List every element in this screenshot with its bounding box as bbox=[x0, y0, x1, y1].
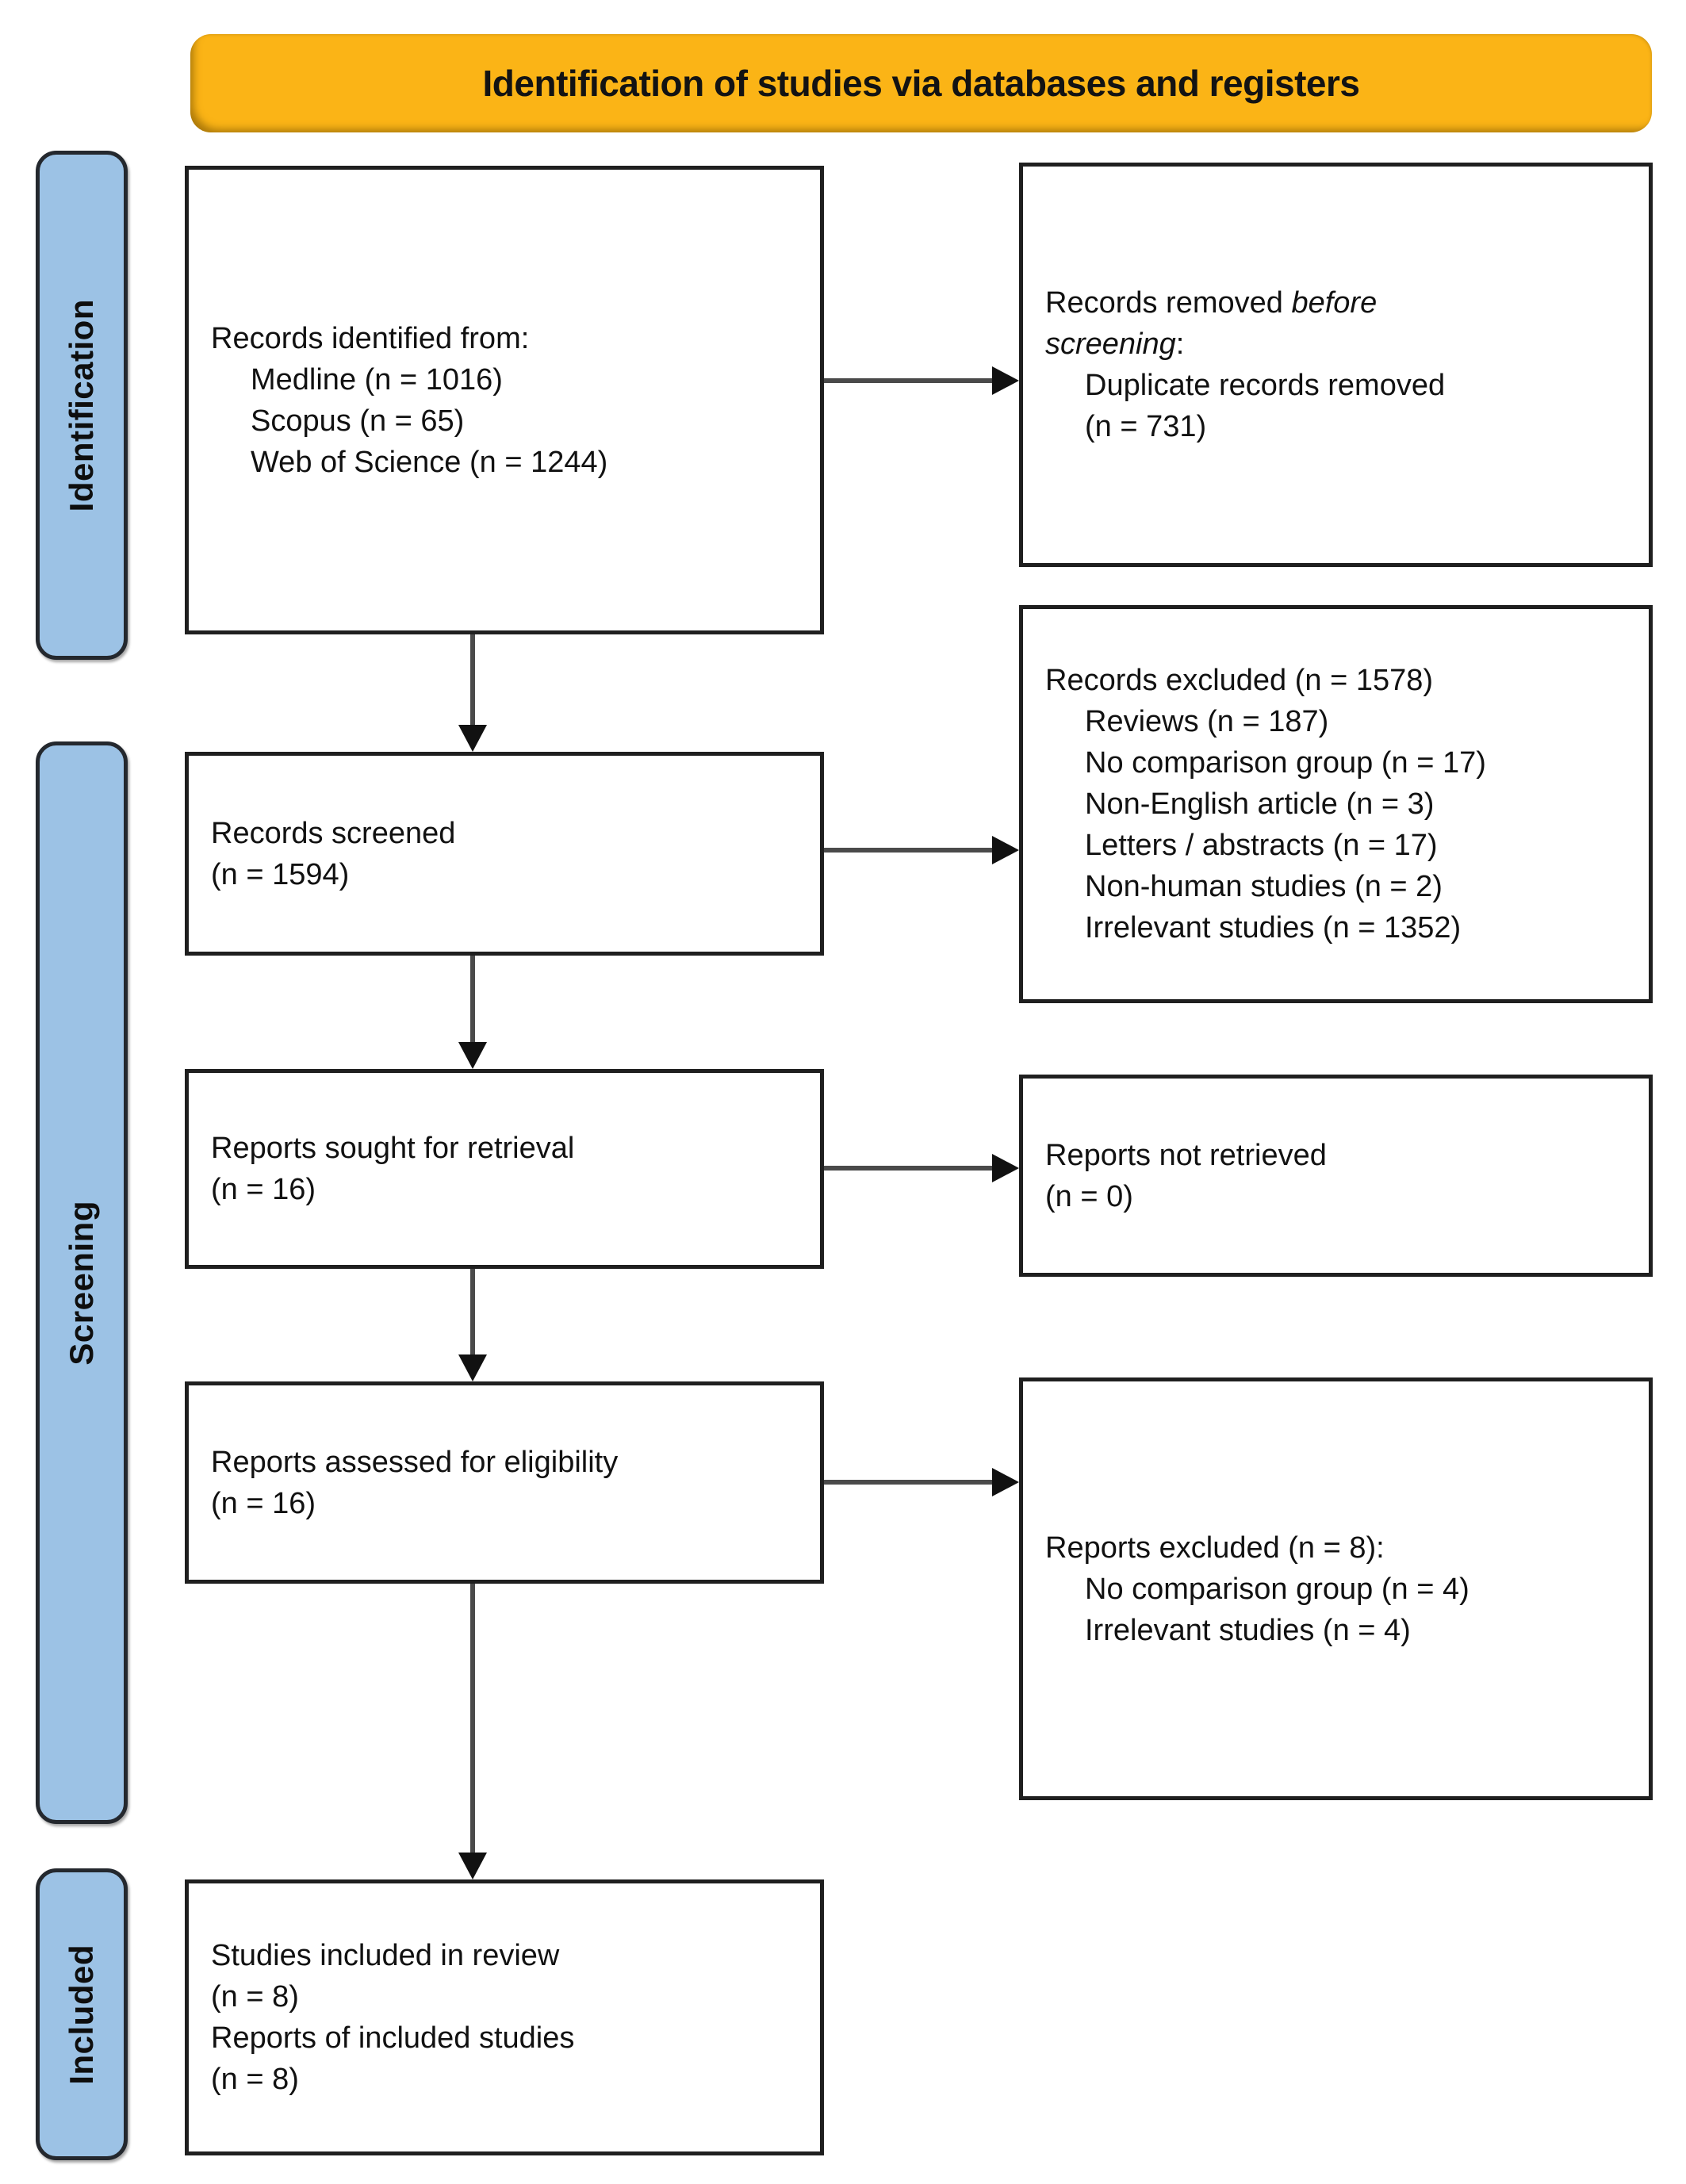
box-item: Non-human studies (n = 2) bbox=[1085, 870, 1443, 903]
box-heading: Studies included in review bbox=[211, 1939, 560, 1972]
arrow-head bbox=[458, 1042, 487, 1069]
arrow-line bbox=[824, 1480, 995, 1485]
arrow-line bbox=[824, 848, 995, 853]
stage-bar-identification: Identification bbox=[36, 151, 128, 660]
box-item: Scopus (n = 65) bbox=[251, 404, 465, 438]
box-item: Web of Science (n = 1244) bbox=[251, 445, 608, 479]
box-heading: Reports sought for retrieval bbox=[211, 1132, 575, 1165]
box-count: (n = 8) bbox=[211, 1980, 299, 2013]
box-item: No comparison group (n = 4) bbox=[1085, 1572, 1470, 1606]
box-heading: Records excluded (n = 1578) bbox=[1045, 664, 1434, 697]
box-heading: Records identified from: bbox=[211, 321, 530, 355]
box-item: Irrelevant studies (n = 4) bbox=[1085, 1613, 1411, 1647]
box-records-screened: Records screened (n = 1594) bbox=[185, 752, 824, 956]
arrow-line bbox=[824, 1166, 995, 1171]
arrow-identified-to-screened bbox=[458, 634, 487, 752]
arrow-line bbox=[470, 956, 475, 1045]
box-reports-excluded: Reports excluded (n = 8): No comparison … bbox=[1019, 1377, 1653, 1800]
arrow-head bbox=[992, 1468, 1019, 1496]
box-heading: Reports of included studies bbox=[211, 2021, 575, 2055]
box-item: (n = 731) bbox=[1085, 410, 1207, 443]
arrow-head bbox=[458, 1853, 487, 1879]
arrow-line bbox=[470, 1584, 475, 1856]
box-heading: Records removed before bbox=[1045, 282, 1638, 324]
box-item: Letters / abstracts (n = 17) bbox=[1085, 829, 1438, 862]
title-banner: Identification of studies via databases … bbox=[190, 34, 1652, 132]
box-heading-line2: screening: bbox=[1045, 324, 1638, 365]
arrow-sought-to-not-retrieved bbox=[824, 1154, 1019, 1182]
diagram-title: Identification of studies via databases … bbox=[482, 63, 1360, 104]
box-studies-included: Studies included in review (n = 8) Repor… bbox=[185, 1879, 824, 2155]
box-count: (n = 0) bbox=[1045, 1179, 1133, 1213]
arrow-line bbox=[470, 634, 475, 728]
heading-italic-text: screening bbox=[1045, 328, 1176, 361]
box-reports-sought: Reports sought for retrieval (n = 16) bbox=[185, 1069, 824, 1269]
arrow-assessed-to-reports-excluded bbox=[824, 1468, 1019, 1496]
box-count: (n = 8) bbox=[211, 2063, 299, 2096]
box-heading: Reports not retrieved bbox=[1045, 1138, 1327, 1172]
box-heading: Records screened bbox=[211, 816, 456, 850]
arrow-head bbox=[458, 1354, 487, 1381]
box-records-excluded: Records excluded (n = 1578) Reviews (n =… bbox=[1019, 605, 1653, 1003]
arrow-screened-to-sought bbox=[458, 956, 487, 1069]
box-item: Reviews (n = 187) bbox=[1085, 705, 1329, 738]
stage-bar-included: Included bbox=[36, 1868, 128, 2160]
box-item: No comparison group (n = 17) bbox=[1085, 746, 1486, 780]
box-reports-not-retrieved: Reports not retrieved (n = 0) bbox=[1019, 1075, 1653, 1277]
arrow-head bbox=[992, 836, 1019, 864]
box-heading: Reports assessed for eligibility bbox=[211, 1445, 619, 1479]
stage-bar-screening: Screening bbox=[36, 741, 128, 1824]
box-count: (n = 1594) bbox=[211, 857, 350, 891]
arrow-line bbox=[470, 1269, 475, 1358]
arrow-line bbox=[824, 378, 995, 383]
box-item: Duplicate records removed bbox=[1085, 369, 1446, 402]
box-count: (n = 16) bbox=[211, 1486, 316, 1520]
arrow-sought-to-assessed bbox=[458, 1269, 487, 1381]
arrow-screened-to-records-excluded bbox=[824, 836, 1019, 864]
heading-text: Records removed bbox=[1045, 286, 1292, 320]
stage-label-identification: Identification bbox=[63, 298, 100, 512]
arrow-head bbox=[458, 725, 487, 752]
box-count: (n = 16) bbox=[211, 1173, 316, 1206]
box-item: Irrelevant studies (n = 1352) bbox=[1085, 911, 1462, 944]
stage-label-screening: Screening bbox=[63, 1200, 100, 1366]
arrow-head bbox=[992, 1154, 1019, 1182]
box-item: Non-English article (n = 3) bbox=[1085, 787, 1435, 821]
arrow-identified-to-removed bbox=[824, 366, 1019, 395]
arrow-assessed-to-included bbox=[458, 1584, 487, 1879]
arrow-head bbox=[992, 366, 1019, 395]
heading-text: : bbox=[1175, 328, 1185, 361]
box-reports-assessed: Reports assessed for eligibility (n = 16… bbox=[185, 1381, 824, 1584]
box-heading: Reports excluded (n = 8): bbox=[1045, 1531, 1385, 1565]
box-records-removed: Records removed before screening: Duplic… bbox=[1019, 163, 1653, 567]
stage-label-included: Included bbox=[63, 1944, 100, 2085]
box-records-identified: Records identified from: Medline (n = 10… bbox=[185, 166, 824, 634]
heading-italic-text: before bbox=[1291, 286, 1378, 320]
box-item: Medline (n = 1016) bbox=[251, 362, 503, 397]
